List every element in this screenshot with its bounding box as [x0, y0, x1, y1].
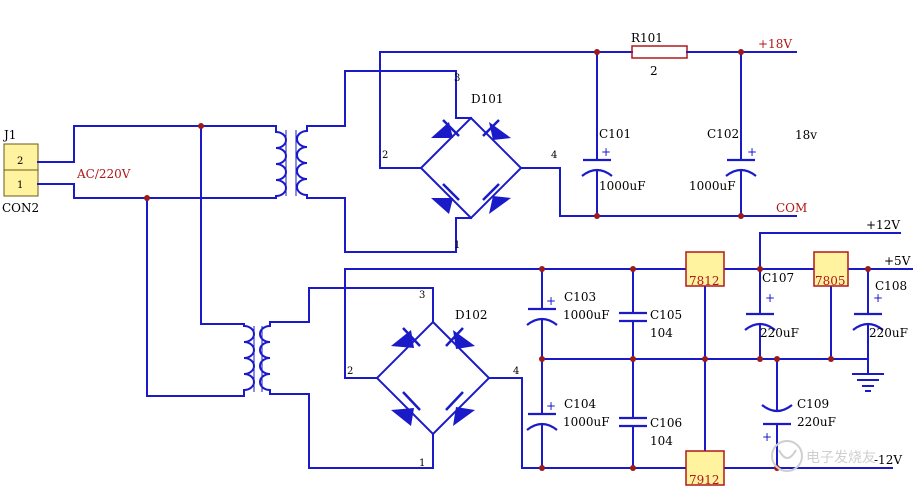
- junction: [198, 123, 204, 129]
- d101-pin-4: 4: [551, 150, 557, 161]
- c104-ref: C104: [564, 397, 596, 411]
- c106-ref: C106: [650, 416, 682, 430]
- c108-value: 220uF: [869, 326, 908, 340]
- c107-value: 220uF: [760, 326, 799, 340]
- regulator-7805: 7805: [813, 251, 849, 288]
- transformer-2: [243, 287, 434, 469]
- net-label-plus18v: +18V: [758, 37, 792, 51]
- net-label-com: COM: [776, 201, 807, 215]
- junction: [702, 356, 708, 362]
- c103-value: 1000uF: [563, 308, 610, 322]
- primary-wiring: [37, 125, 277, 397]
- d102-pin-2: 2: [347, 366, 353, 377]
- c101-polarity: +: [601, 145, 611, 159]
- r101-value: 2: [650, 64, 658, 78]
- d101-pin-2: 2: [382, 150, 388, 161]
- junction: [757, 266, 763, 272]
- c108-ref: C108: [875, 279, 907, 293]
- output-18v-section: [379, 45, 797, 217]
- c101-ref: C101: [599, 127, 631, 141]
- junction: [539, 266, 545, 272]
- junction: [865, 266, 871, 272]
- transformer-1: [275, 70, 457, 253]
- c109-value: 220uF: [797, 415, 836, 429]
- input-voltage-label: AC/220V: [76, 167, 131, 181]
- c103-polarity: +: [546, 294, 556, 308]
- r101-ref: R101: [631, 31, 663, 45]
- d102-ref: D102: [455, 308, 488, 322]
- c108-polarity: +: [873, 291, 883, 305]
- reg7812-label: 7812: [689, 274, 720, 288]
- c102-polarity: +: [747, 145, 757, 159]
- junction: [757, 356, 763, 362]
- connector-pin-1: 1: [17, 180, 23, 191]
- regulator-7812: 7812: [685, 251, 725, 288]
- net-label-minus12v: -12V: [874, 453, 902, 467]
- c104-value: 1000uF: [563, 415, 610, 429]
- c104-polarity: +: [546, 399, 556, 413]
- junction: [594, 213, 600, 219]
- connector-ref: J1: [2, 128, 16, 142]
- junction: [630, 266, 636, 272]
- junction: [539, 356, 545, 362]
- junction: [594, 49, 600, 55]
- output-split-section: [344, 232, 913, 469]
- bridge-rectifier-d102: D102 3 2 4 1: [344, 268, 523, 469]
- c107-polarity: +: [765, 291, 775, 305]
- c109-ref: C109: [797, 397, 829, 411]
- junction: [539, 465, 545, 471]
- d102-pin-1: 1: [419, 458, 425, 469]
- junction: [630, 356, 636, 362]
- c102-ref: C102: [707, 127, 739, 141]
- d102-pin-3: 3: [419, 290, 425, 301]
- note-18v: 18v: [795, 128, 817, 142]
- bridge-rectifier-d101: D101 3 2 4 1: [379, 51, 561, 251]
- c103-ref: C103: [564, 290, 596, 304]
- c109-polarity: +: [762, 430, 772, 444]
- d101-ref: D101: [471, 92, 504, 106]
- c105-ref: C105: [650, 308, 682, 322]
- c107-ref: C107: [762, 271, 794, 285]
- regulator-7912: 7912: [685, 450, 725, 487]
- watermark: 电子发烧友: [771, 440, 876, 472]
- d101-pin-1: 1: [454, 240, 460, 251]
- c105-value: 104: [650, 326, 673, 340]
- net-label-plus12v: +12V: [866, 218, 900, 232]
- junction: [630, 465, 636, 471]
- c101-value: 1000uF: [599, 179, 646, 193]
- reg7912-label: 7912: [689, 473, 720, 487]
- net-label-plus5v: +5V: [884, 254, 911, 268]
- junction: [738, 213, 744, 219]
- connector-name: CON2: [2, 201, 39, 215]
- junction: [828, 356, 834, 362]
- watermark-text: 电子发烧友: [806, 450, 876, 466]
- d101-pin-3: 3: [454, 73, 460, 84]
- connector-j1: J1 2 1 CON2: [2, 128, 39, 215]
- reg7805-label: 7805: [815, 274, 846, 288]
- d102-pin-4: 4: [513, 366, 519, 377]
- junction: [738, 49, 744, 55]
- c106-value: 104: [650, 434, 673, 448]
- junction: [774, 356, 780, 362]
- junction: [144, 195, 150, 201]
- c102-value: 1000uF: [689, 179, 736, 193]
- connector-pin-2: 2: [17, 156, 23, 167]
